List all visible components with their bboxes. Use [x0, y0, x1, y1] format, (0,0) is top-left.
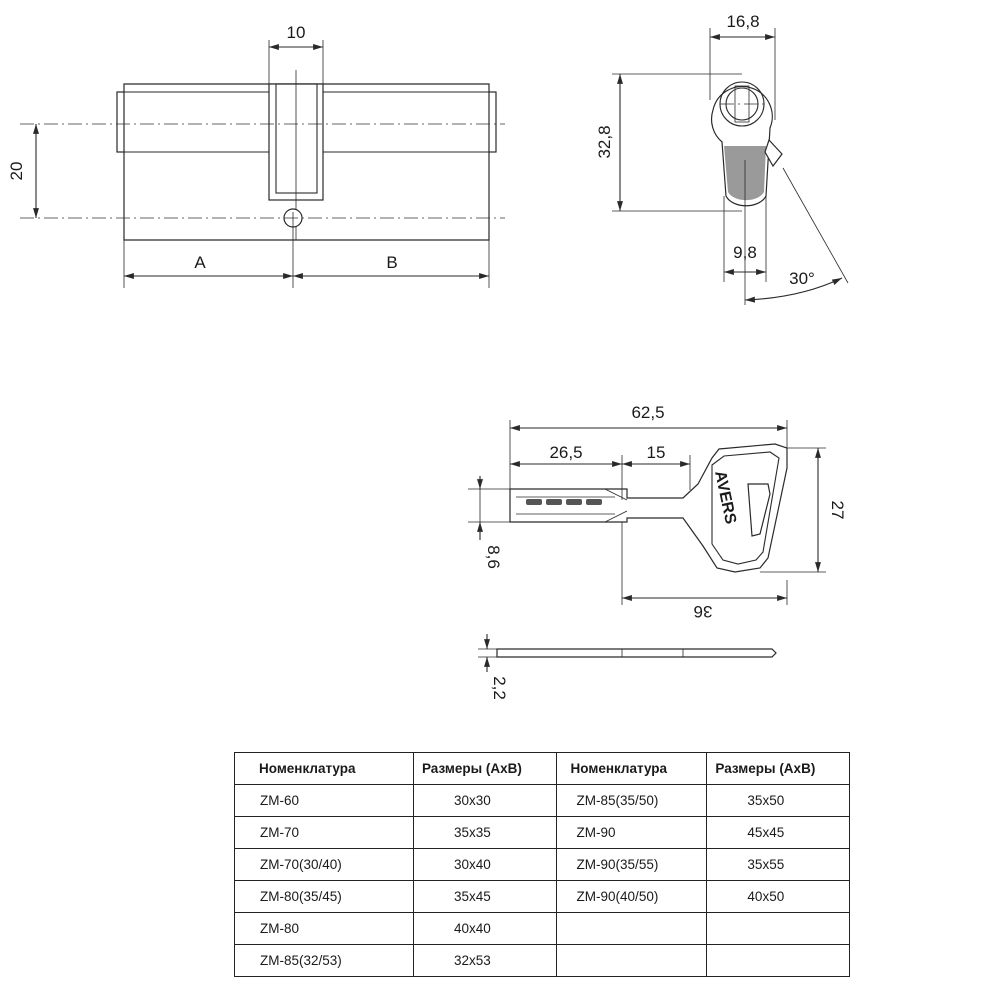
cell-size: 35x35 [412, 816, 557, 849]
dim-head-width: 36 [694, 602, 713, 621]
table-header-row: Номенклатура Размеры (AxB) Номенклатура … [234, 752, 850, 785]
sizes-table: Номенклатура Размеры (AxB) Номенклатура … [234, 752, 850, 977]
cell-model: ZM-90(40/50) [555, 880, 708, 913]
dim-blade-height: 8,6 [484, 545, 503, 569]
table-row: ZM-80 40x40 [234, 912, 850, 945]
cell-size [706, 912, 850, 945]
cell-size: 35x50 [706, 784, 850, 817]
cell-size: 35x55 [706, 848, 850, 881]
header-nomenclature-2: Номенклатура [555, 752, 708, 785]
cell-size: 40x50 [706, 880, 850, 913]
table-row: ZM-70(30/40) 30x40 ZM-90(35/55) 35x55 [234, 848, 850, 881]
table-row: ZM-85(32/53) 32x53 [234, 944, 850, 977]
header-sizes-2: Размеры (AxB) [706, 752, 850, 785]
cell-size: 32x53 [412, 944, 557, 977]
table-row: ZM-60 30x30 ZM-85(35/50) 35x50 [234, 784, 850, 817]
cell-model: ZM-90 [555, 816, 708, 849]
cylinder-front-view: 10 20 A B [7, 23, 505, 288]
key-view: AVERS 62,5 26,5 15 27 8,6 36 [468, 403, 847, 700]
dim-shoulder-length: 15 [647, 443, 666, 462]
dim-b-label: B [386, 253, 397, 272]
header-sizes-1: Размеры (AxB) [412, 752, 557, 785]
key-bitting [526, 488, 628, 523]
dim-profile-width: 16,8 [726, 12, 759, 31]
dim-rotation-angle: 30° [789, 269, 815, 288]
header-nomenclature-1: Номенклатура [234, 752, 414, 785]
dim-key-thickness: 2,2 [490, 676, 509, 700]
dim-key-length: 62,5 [631, 403, 664, 422]
cell-size: 45x45 [706, 816, 850, 849]
dim-head-height: 27 [828, 501, 847, 520]
key-side-profile [496, 648, 777, 658]
cell-size: 30x40 [412, 848, 557, 881]
cell-model: ZM-80 [234, 912, 414, 945]
cell-model [555, 944, 708, 977]
cell-size: 30x30 [412, 784, 557, 817]
cell-model: ZM-60 [234, 784, 414, 817]
table-row: ZM-80(35/45) 35x45 ZM-90(40/50) 40x50 [234, 880, 850, 913]
cell-model: ZM-70 [234, 816, 414, 849]
key-outline [509, 443, 788, 573]
dim-axis-offset: 20 [7, 162, 26, 181]
dim-a-label: A [194, 253, 206, 272]
cell-size [706, 944, 850, 977]
cell-model [555, 912, 708, 945]
cell-model: ZM-90(35/55) [555, 848, 708, 881]
cell-model: ZM-70(30/40) [234, 848, 414, 881]
cell-model: ZM-85(35/50) [555, 784, 708, 817]
cylinder-side-view: 16,8 32,8 9,8 30° [595, 12, 849, 305]
key-grip-hole [747, 483, 771, 537]
dim-blade-length: 26,5 [549, 443, 582, 462]
cell-size: 40x40 [412, 912, 557, 945]
dim-slot-width: 10 [287, 23, 306, 42]
dim-profile-height: 32,8 [595, 125, 614, 158]
table-row: ZM-70 35x35 ZM-90 45x45 [234, 816, 850, 849]
cam-tab [764, 138, 783, 168]
cell-size: 35x45 [412, 880, 557, 913]
cell-model: ZM-85(32/53) [234, 944, 414, 977]
cell-model: ZM-80(35/45) [234, 880, 414, 913]
